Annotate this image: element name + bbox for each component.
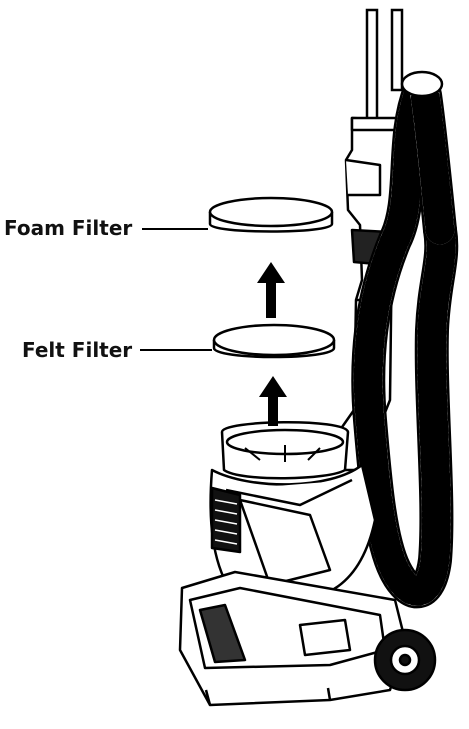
felt-filter-disc: [212, 323, 336, 359]
rear-wheel: [373, 628, 437, 692]
foam-filter-disc: [208, 196, 334, 233]
felt-filter-label: Felt Filter: [22, 338, 133, 362]
floor-head: [178, 570, 407, 707]
foam-filter-label: Foam Filter: [4, 216, 133, 240]
filter-housing: [209, 421, 377, 602]
flex-hose: [351, 70, 459, 609]
handle-tubes: [365, 8, 404, 122]
up-arrow-upper: [257, 262, 285, 318]
up-arrow-lower: [259, 376, 287, 426]
